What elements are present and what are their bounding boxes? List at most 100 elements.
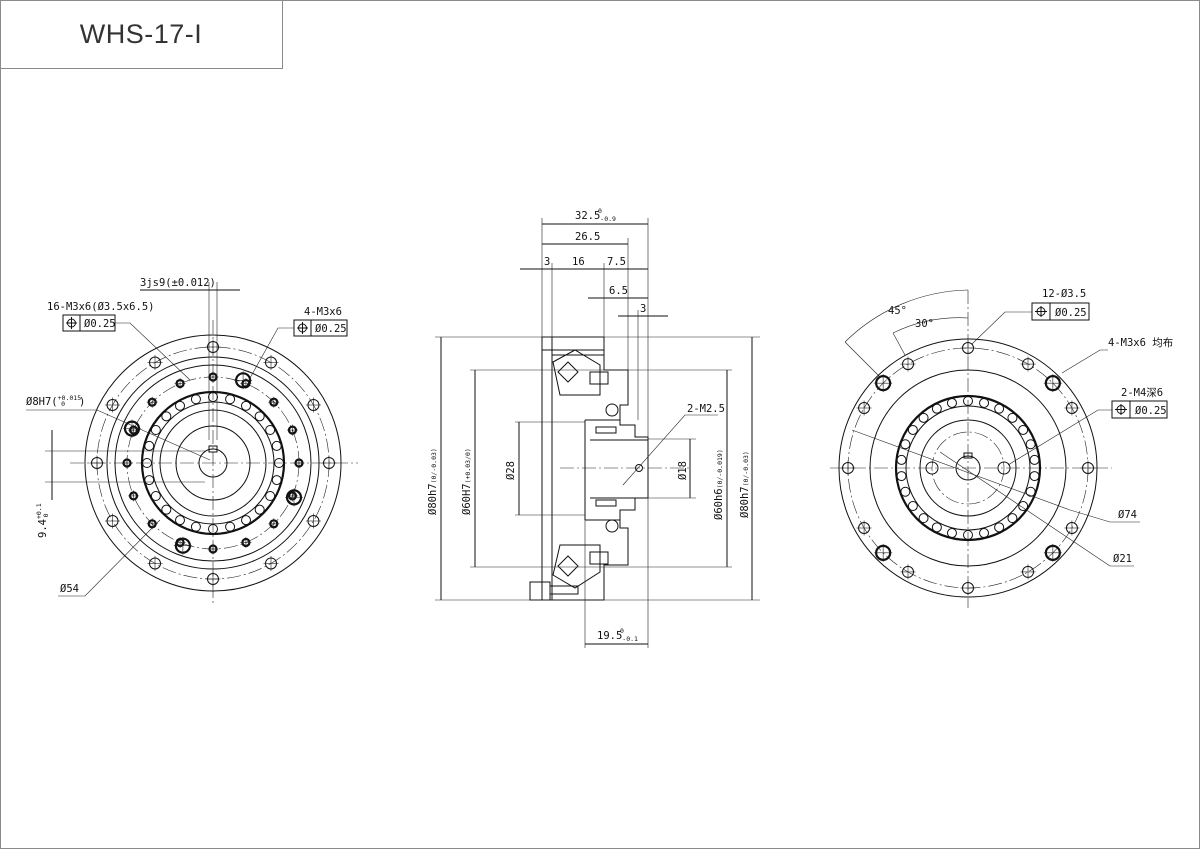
bearing-roller — [265, 425, 276, 435]
front-view-left: 3js9(±0.012) 16-M3x6(Ø3.5x6.5) Ø0.25 4-M… — [26, 277, 358, 606]
leader — [115, 322, 191, 381]
angle-arc-45 — [844, 289, 969, 343]
bearing-roller — [161, 504, 172, 515]
holes4-label: 4-M3x6 均布 — [1108, 337, 1173, 349]
bearing-roller — [190, 394, 201, 405]
fcf-value: Ø0.25 — [84, 318, 116, 330]
fcf-holes2: Ø0.25 — [1111, 400, 1168, 419]
ball-bearing — [605, 403, 619, 417]
pcd-label: Ø54 — [60, 583, 79, 595]
bearing-roller — [142, 458, 152, 468]
bearing-roller — [254, 411, 265, 422]
bearing-roller — [946, 397, 957, 408]
bearing-roller — [208, 392, 218, 402]
len-6-5: 6.5 — [609, 285, 628, 297]
angle-ext — [844, 341, 881, 378]
bearing-roller — [1007, 412, 1018, 423]
bearing-roller — [931, 403, 942, 414]
bearing-roller — [208, 524, 218, 534]
bearing-roller — [161, 411, 172, 422]
fcf-holes16: Ø0.25 — [62, 314, 116, 332]
len-3: 3 — [544, 256, 550, 268]
bearing-roller — [896, 454, 907, 465]
d74-label: Ø74 — [1118, 509, 1137, 521]
d18-label: Ø18 — [677, 461, 689, 480]
bearing-roller — [271, 475, 282, 486]
fcf-value: Ø0.25 — [315, 323, 347, 335]
fcf-value: Ø0.25 — [1135, 405, 1167, 417]
bearing-roller — [918, 513, 929, 524]
leader — [622, 414, 718, 486]
bearing-roller — [907, 501, 918, 512]
holes2-label: 2-M4深6 — [1121, 387, 1163, 399]
outer-flange — [84, 334, 342, 592]
bolt-head — [529, 581, 551, 601]
bearing-roller — [946, 528, 957, 539]
bearing-roller — [225, 521, 236, 532]
bearing-roller — [241, 515, 251, 526]
bearing-roller — [907, 424, 918, 435]
ball-bearing — [605, 519, 619, 533]
outer-flange — [838, 338, 1098, 598]
keyway — [208, 445, 218, 453]
bearing-roller — [1025, 486, 1036, 497]
bearing-roller — [896, 471, 907, 482]
leader — [1061, 349, 1108, 374]
angle-arc-30 — [892, 317, 969, 334]
screw — [589, 551, 609, 565]
shaft-bore — [198, 448, 228, 478]
hub — [175, 425, 251, 501]
section-outline — [541, 336, 649, 601]
overall-length: 32.5-0.90 — [575, 207, 616, 223]
bearing-roller — [1018, 501, 1029, 512]
holes16-label: 16-M3x6(Ø3.5x6.5) — [47, 301, 154, 313]
leader — [1007, 409, 1112, 466]
ring — [869, 369, 1067, 567]
bearing-roller — [150, 491, 161, 501]
thread-label: 2-M2.5 — [687, 403, 725, 415]
fcf-value: Ø0.25 — [1055, 307, 1087, 319]
m25-hole — [635, 464, 643, 472]
bearing-roller — [1029, 454, 1040, 465]
bearing-roller — [900, 439, 911, 450]
d21-label: Ø21 — [1113, 553, 1132, 565]
m4-hole — [925, 461, 939, 475]
bearing-roller — [175, 515, 185, 526]
bearing-roller — [1025, 439, 1036, 450]
len-26-5: 26.5 — [575, 231, 600, 243]
d60-left-label: Ø60H7(+0.03/0) — [461, 448, 473, 515]
angle-ext — [892, 332, 906, 356]
d21-line — [939, 451, 1111, 567]
section-internal — [542, 337, 648, 600]
len-7-5: 7.5 — [607, 256, 626, 268]
screw — [595, 499, 617, 507]
fcf-holes4: Ø0.25 — [293, 319, 348, 337]
m4-pcd — [931, 431, 1005, 505]
bearing-roller — [979, 397, 990, 408]
len-19-5: 19.5-0.10 — [597, 627, 638, 643]
len-3b: 3 — [640, 303, 646, 315]
screw — [589, 371, 609, 385]
d80-left-label: Ø80h7(0/-0.03) — [427, 448, 439, 515]
d74-line — [851, 429, 1071, 511]
bearing-roller — [1018, 424, 1029, 435]
bearing-roller — [241, 400, 251, 411]
leader — [58, 519, 161, 597]
bearing-roller — [900, 486, 911, 497]
front-view-right: 45° 30° 12-Ø3.5 Ø0.25 4-M3x6 均布 2-M4深6 Ø… — [830, 288, 1173, 608]
bearing-roller — [150, 425, 161, 435]
len-16: 16 — [572, 256, 585, 268]
bearing-roller — [274, 458, 284, 468]
bearing-roller — [175, 400, 185, 411]
ring — [919, 419, 1017, 517]
bearing-roller — [1029, 471, 1040, 482]
ring — [114, 364, 312, 562]
bearing-roller — [994, 522, 1005, 533]
angle-45: 45° — [888, 305, 907, 317]
leader — [26, 409, 211, 461]
bearing-roller — [225, 394, 236, 405]
bearing-roller — [931, 522, 942, 533]
keyway — [963, 452, 973, 459]
holes4-label: 4-M3x6 — [304, 306, 342, 318]
